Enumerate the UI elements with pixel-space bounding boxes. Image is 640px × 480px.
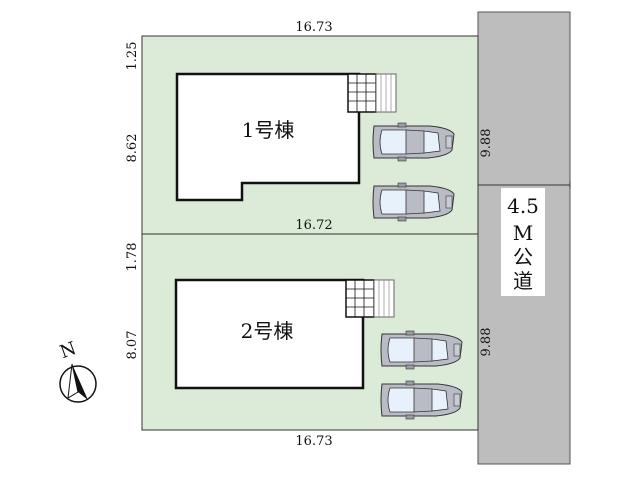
dim-lot2-frontage: 9.88 [479, 328, 494, 357]
stairs-2 [345, 279, 395, 318]
road-label-way: 道 [513, 269, 533, 293]
stairs-1 [347, 73, 397, 113]
dim-lot2-building-depth: 8.07 [125, 331, 140, 360]
building-2-label: 2号棟 [241, 319, 294, 343]
dim-lot2-setback: 1.78 [125, 243, 140, 272]
dim-lot1-bottom-width: 16.72 [295, 218, 332, 233]
dim-lot1-building-depth: 8.62 [125, 134, 140, 163]
road-label-m: M [513, 221, 533, 245]
dim-lot1-top-width: 16.73 [295, 20, 332, 35]
dim-lot1-setback: 1.25 [125, 42, 140, 71]
road-label-public: 公 [513, 245, 533, 269]
dim-lot2-bottom-width: 16.73 [295, 434, 332, 449]
road-width-value: 4.5 [507, 194, 539, 218]
building-1-label: 1号棟 [242, 118, 295, 142]
car-2 [372, 182, 455, 222]
car-4 [380, 380, 463, 420]
car-3 [380, 330, 463, 370]
car-1 [372, 122, 455, 162]
compass-icon: N [57, 338, 97, 403]
building-2 [174, 278, 365, 390]
dim-lot1-frontage: 9.88 [479, 129, 494, 158]
compass-north-label: N [57, 338, 79, 363]
